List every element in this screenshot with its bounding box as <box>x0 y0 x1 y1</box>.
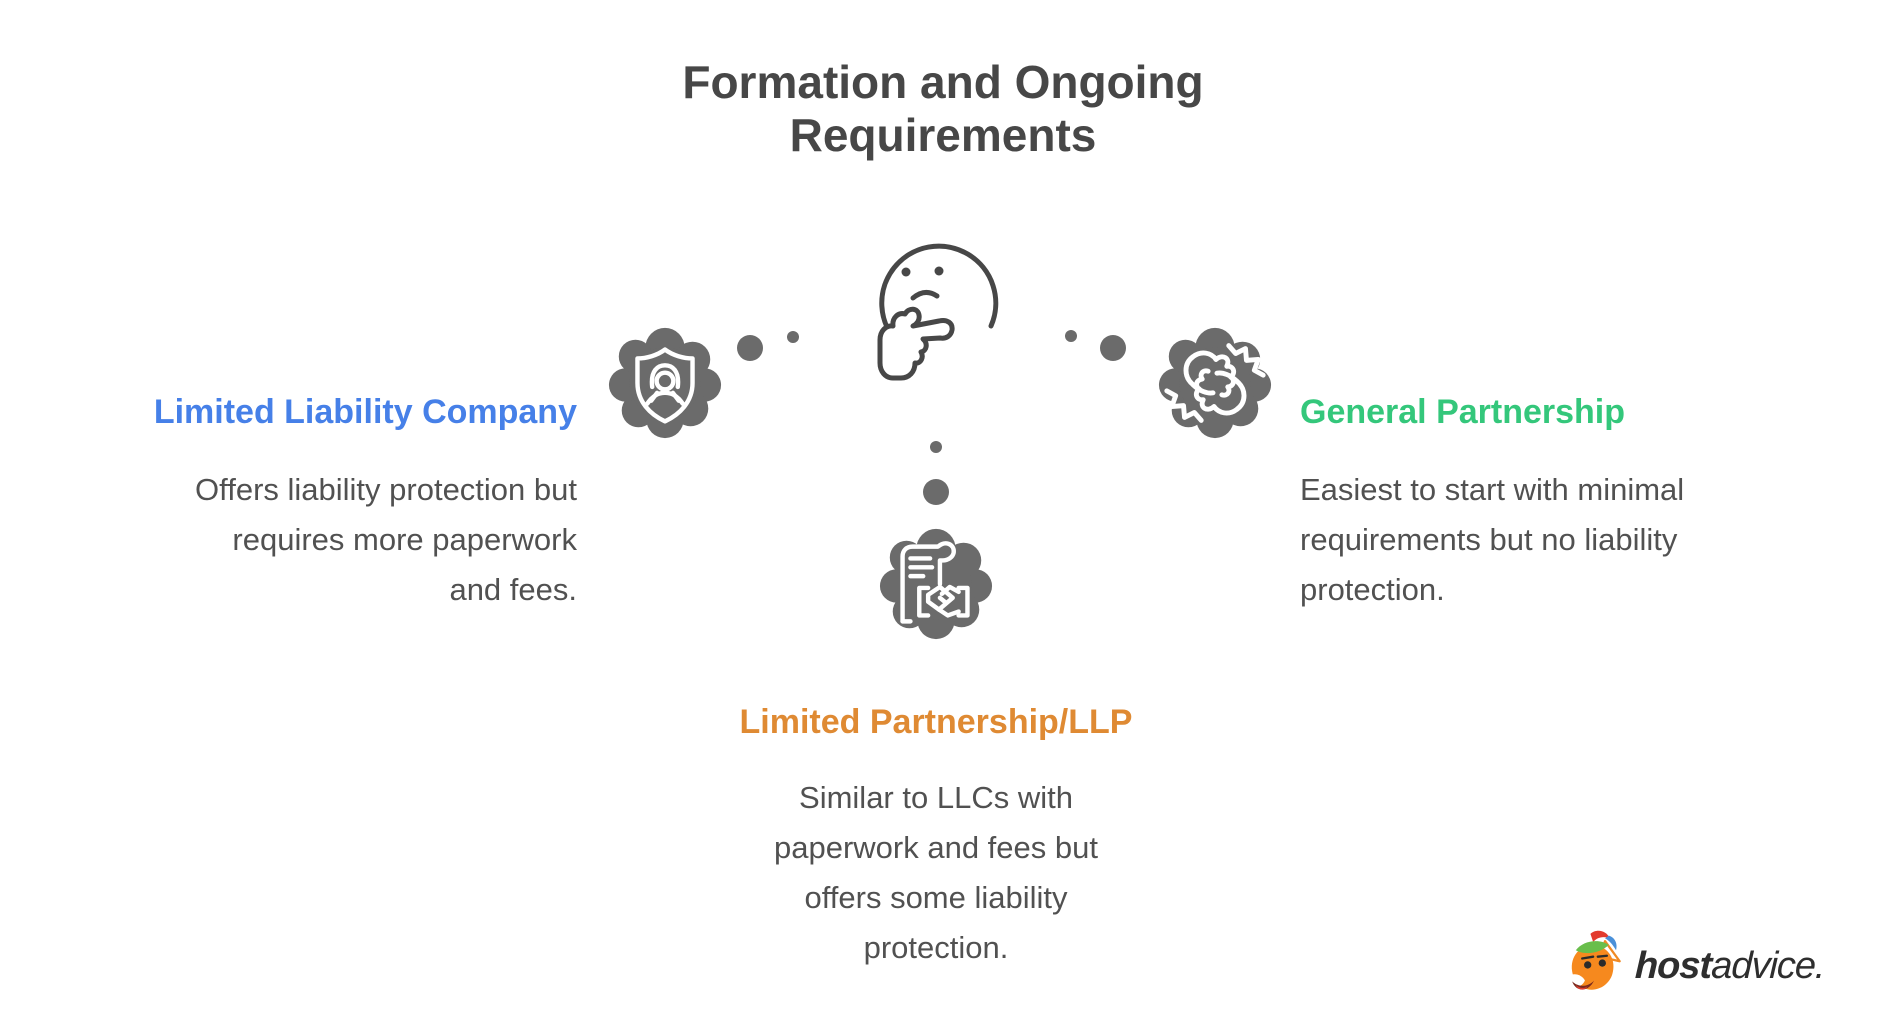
clasped-hands-icon <box>1156 324 1274 442</box>
contract-handshake-icon <box>877 525 995 643</box>
thought-dot <box>787 331 799 343</box>
description-general-partnership: Easiest to start with minimal requiremen… <box>1300 472 1685 607</box>
thought-dot <box>1100 335 1126 361</box>
description-limited-partnership-llp: Similar to LLCs with paperwork and fees … <box>774 780 1098 965</box>
thought-dot <box>923 479 949 505</box>
thought-dot <box>1065 330 1077 342</box>
page-title: Formation and Ongoing Requirements <box>682 56 1204 161</box>
shield-person-icon <box>606 324 724 442</box>
heading-general-partnership: General Partnership <box>1300 393 1626 432</box>
hostadvice-logo[interactable]: hostadvice. <box>1563 926 1825 1006</box>
hostadvice-wordmark: hostadvice. <box>1634 944 1826 987</box>
thought-dot <box>930 441 942 453</box>
thought-dot <box>737 335 763 361</box>
heading-limited-partnership-llp: Limited Partnership/LLP <box>739 703 1133 742</box>
fox-mascot-icon <box>1563 928 1627 1005</box>
heading-limited-liability-company: Limited Liability Company <box>153 393 577 432</box>
description-limited-liability-company: Offers liability protection but requires… <box>195 472 577 607</box>
thinking-face-icon <box>857 236 1017 408</box>
